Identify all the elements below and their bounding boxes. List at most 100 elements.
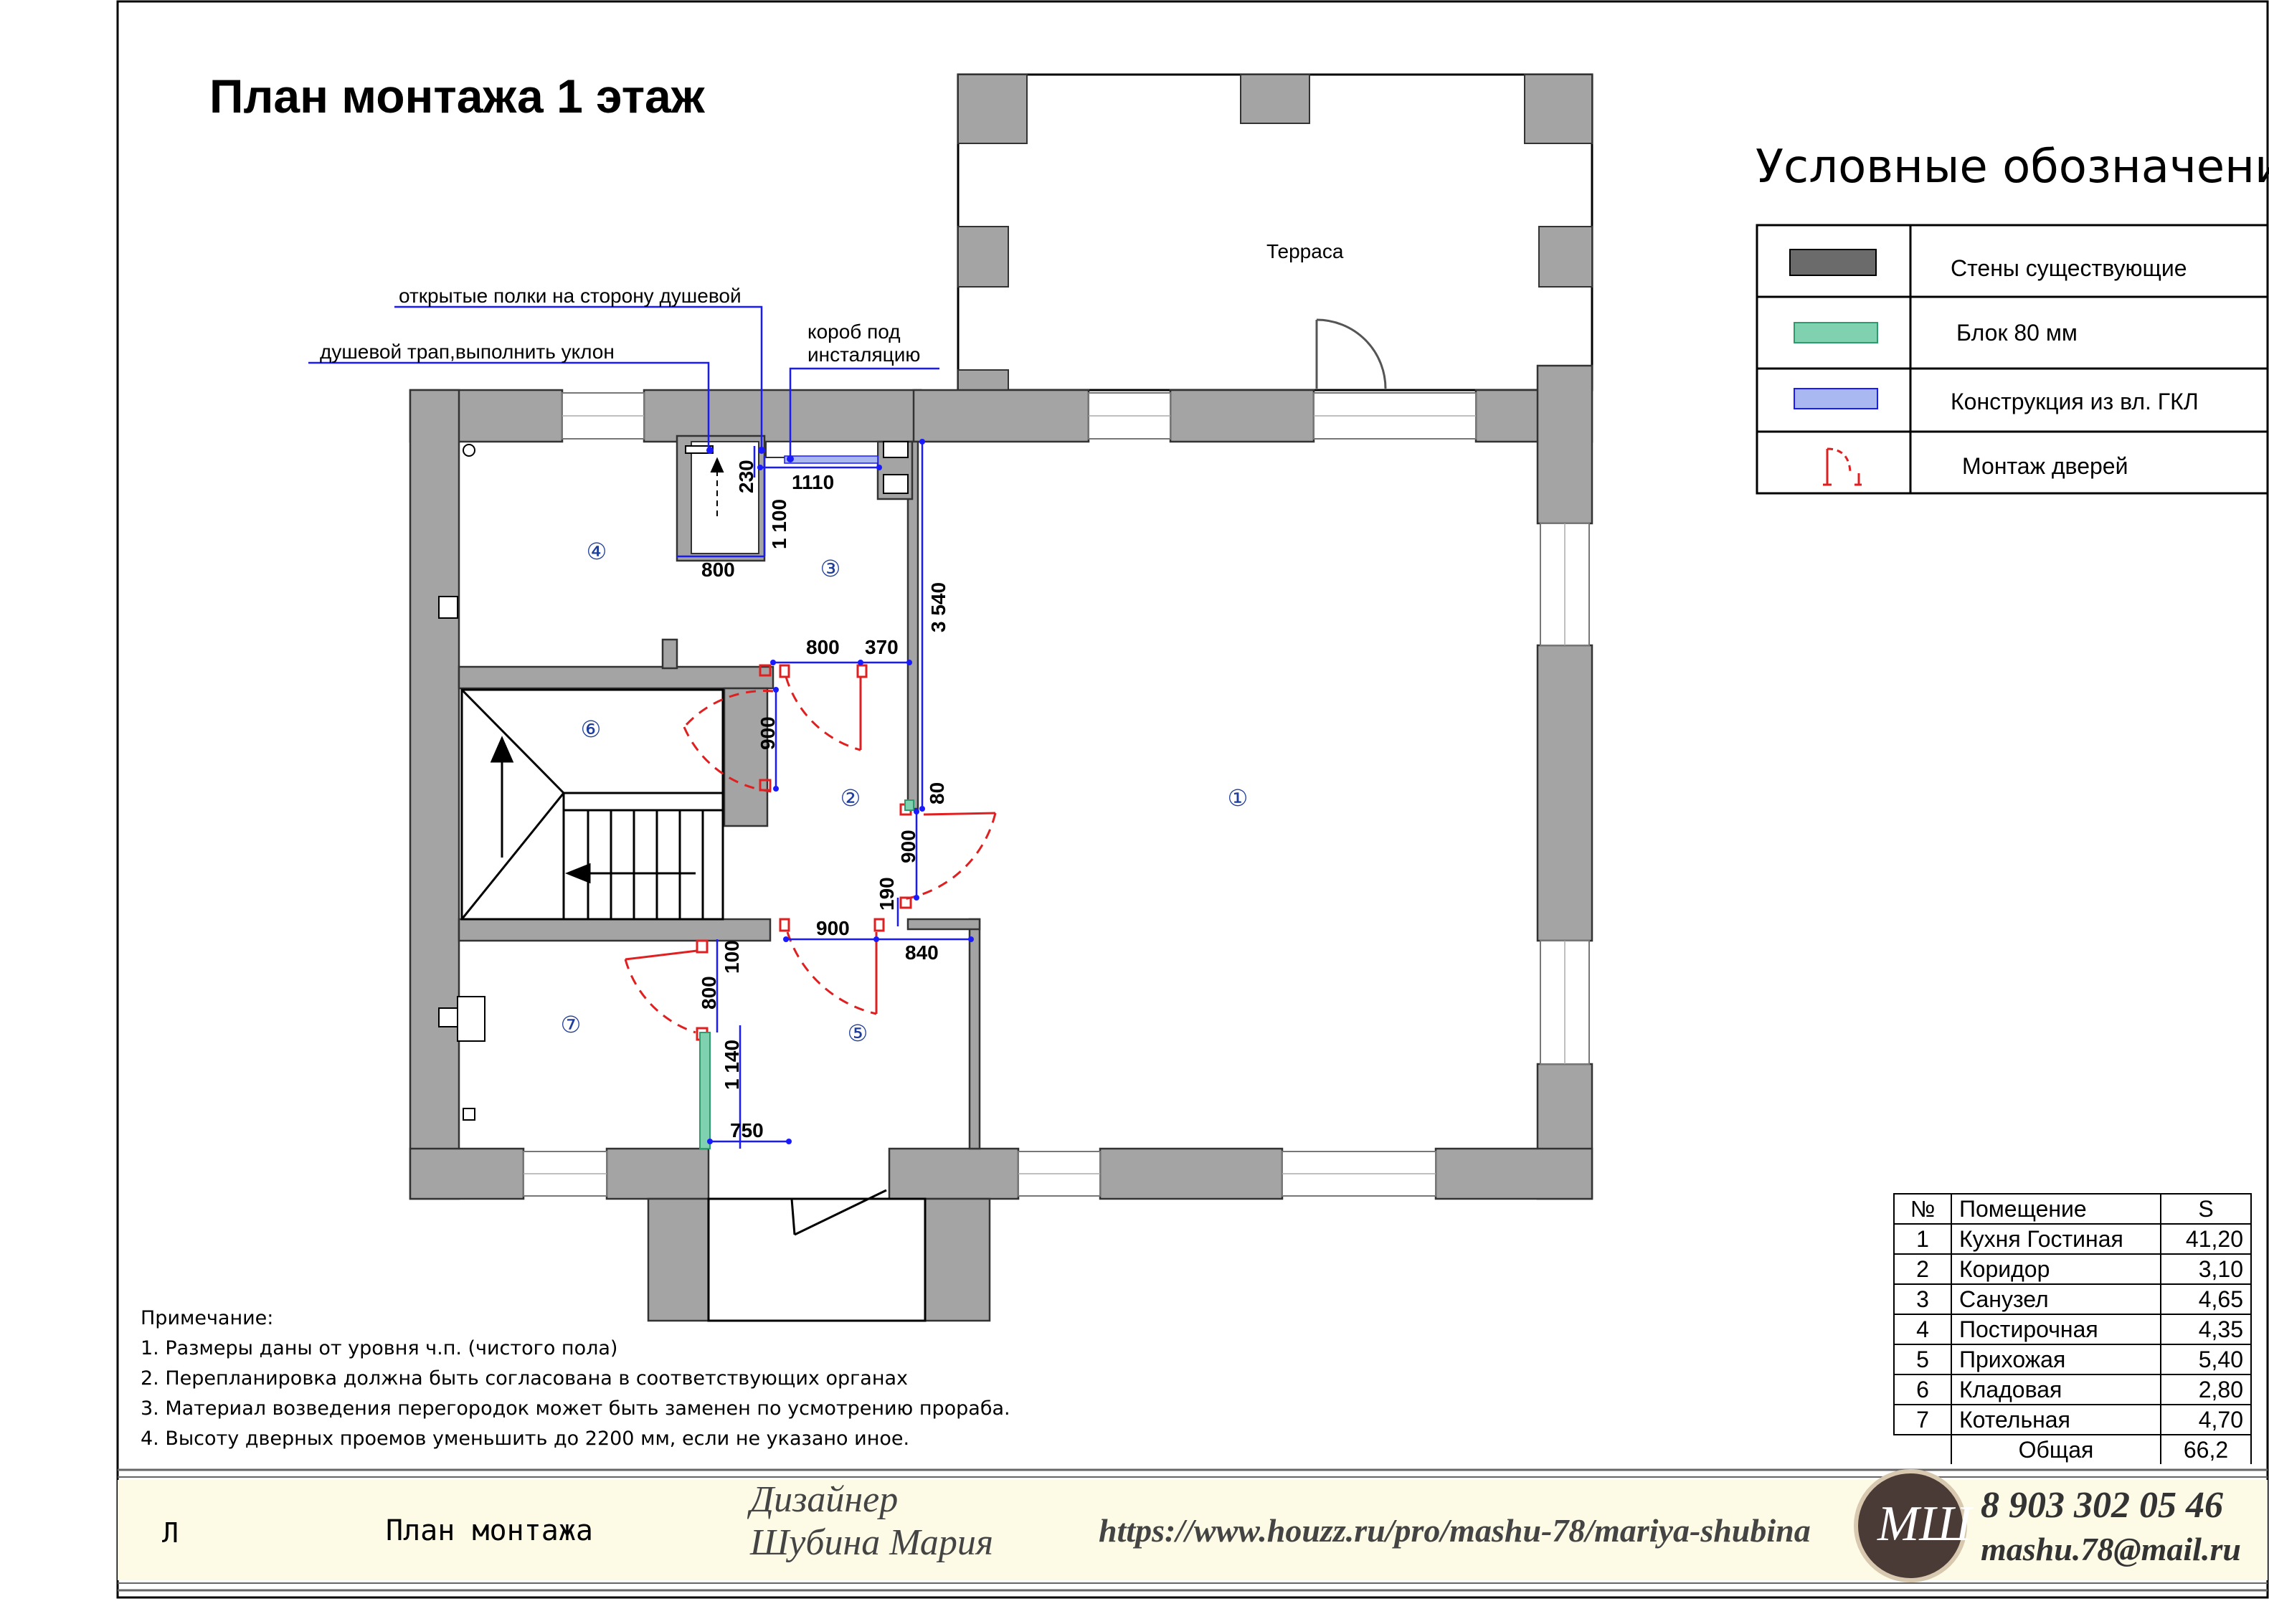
designer-phone: 8 903 302 05 46 xyxy=(1981,1485,2223,1526)
dim-80: 80 xyxy=(926,782,948,804)
terrace-column xyxy=(957,226,1009,288)
room-mark-4: ④ xyxy=(587,538,607,565)
col-header-room: Помещение xyxy=(1951,1193,2161,1225)
room-mark-6: ⑥ xyxy=(581,716,602,743)
block-80mm-partition xyxy=(699,799,914,1149)
cell-no: 4 xyxy=(1893,1314,1952,1345)
legend-swatch-walls xyxy=(1789,249,1877,276)
cell-room: Котельная xyxy=(1951,1404,2161,1435)
logo-monogram: МШ xyxy=(1877,1496,1972,1552)
rooms-table: № Помещение S 1 Кухня Гостиная 41,20 2 К… xyxy=(1893,1193,2252,1464)
dimension-ticks xyxy=(706,439,974,1144)
dim-800-door: 800 xyxy=(806,636,840,658)
designer-line1: Дизайнер xyxy=(750,1479,899,1520)
table-row-total: Общая 66,2 xyxy=(1894,1434,2252,1464)
designer-logo xyxy=(1854,1469,1967,1582)
legend-label-walls: Стены существующие xyxy=(1951,255,2187,281)
legend-title: Условные обозначения: xyxy=(1756,141,2269,194)
cell-area: 4,35 xyxy=(2160,1314,2252,1345)
cell-area: 41,20 xyxy=(2160,1223,2252,1255)
cell-area: 3,10 xyxy=(2160,1253,2252,1285)
cell-room: Коридор xyxy=(1951,1253,2161,1285)
gkl-construction xyxy=(784,455,878,464)
dim-840: 840 xyxy=(905,941,939,964)
dim-1110: 1110 xyxy=(792,471,834,493)
dim-900-hall: 900 xyxy=(816,917,850,939)
room-mark-5: ⑤ xyxy=(848,1020,868,1047)
dim-3540: 3 540 xyxy=(927,582,949,632)
sheet-border xyxy=(116,0,2269,1599)
callout-drain: душевой трап,выполнить уклон xyxy=(320,341,615,363)
dim-900-living: 900 xyxy=(897,830,919,863)
designer-email-link[interactable]: mashu.78@mail.ru xyxy=(1981,1531,2241,1567)
room-mark-1: ① xyxy=(1228,784,1249,812)
terrace-area xyxy=(957,73,1593,392)
cell-area: 4,65 xyxy=(2160,1283,2252,1315)
terrace-column xyxy=(1524,74,1593,144)
callout-box-line2: инсталяцию xyxy=(807,343,920,366)
cell-no: 5 xyxy=(1893,1344,1952,1375)
dim-800-bath: 800 xyxy=(701,559,735,581)
entrance-door xyxy=(790,1189,887,1236)
dim-1100-bath: 1 100 xyxy=(768,499,790,549)
legend-swatch-block xyxy=(1794,322,1878,343)
footer-subject: План монтажа xyxy=(386,1514,593,1547)
cell-room: Кладовая xyxy=(1951,1374,2161,1405)
dim-230: 230 xyxy=(735,460,757,493)
callout-shelves: открытые полки на сторону душевой xyxy=(399,285,742,307)
footer-strip xyxy=(118,1468,2268,1592)
cell-area: 2,80 xyxy=(2160,1374,2252,1405)
dim-370: 370 xyxy=(865,636,899,658)
cell-total-value: 66,2 xyxy=(2161,1434,2252,1464)
dimension-lines xyxy=(308,305,971,1149)
room-mark-2: ② xyxy=(840,784,861,812)
porch xyxy=(707,1197,927,1322)
rooms-table-header: № Помещение S xyxy=(1893,1193,2252,1225)
cell-empty xyxy=(1894,1434,1952,1464)
legend-label-block: Блок 80 мм xyxy=(1956,320,2078,346)
room-mark-3: ③ xyxy=(820,555,841,582)
table-row: 1 Кухня Гостиная 41,20 xyxy=(1893,1223,2252,1255)
table-row: 3 Санузел 4,65 xyxy=(1893,1283,2252,1315)
table-row: 6 Кладовая 2,80 xyxy=(1893,1374,2252,1405)
cell-room: Прихожая xyxy=(1951,1344,2161,1375)
cell-room: Санузел xyxy=(1951,1283,2161,1315)
cell-no: 6 xyxy=(1893,1374,1952,1405)
table-row: 2 Коридор 3,10 xyxy=(1893,1253,2252,1285)
legend-swatches xyxy=(1789,249,1878,486)
cell-room: Постирочная xyxy=(1951,1314,2161,1345)
room-marks: ① ② ③ ④ ⑤ ⑥ ⑦ xyxy=(561,538,1249,1047)
dim-100: 100 xyxy=(721,940,743,974)
terrace-label: Терраса xyxy=(1266,240,1344,262)
callout-box-line1: короб под xyxy=(807,320,901,343)
cell-no: 7 xyxy=(1893,1404,1952,1435)
col-header-no: № xyxy=(1893,1193,1952,1225)
terrace-column xyxy=(1240,74,1310,124)
notes: Примечание: 1. Размеры даны от уровня ч.… xyxy=(141,1304,1010,1454)
legend-label-doors: Монтаж дверей xyxy=(1962,453,2128,479)
dim-900-storage: 900 xyxy=(757,716,779,750)
dim-190: 190 xyxy=(876,877,898,911)
designer-name: Дизайнер Шубина Мария xyxy=(750,1478,993,1564)
designer-url-link[interactable]: https://www.houzz.ru/pro/mashu-78/mariya… xyxy=(1099,1512,1811,1549)
cell-no: 3 xyxy=(1893,1283,1952,1315)
legend-swatch-door xyxy=(1823,447,1862,486)
door-installation xyxy=(624,664,997,1041)
note-item: 4. Высоту дверных проемов уменьшить до 2… xyxy=(141,1428,910,1450)
legend-table xyxy=(1756,224,2269,495)
terrace-column xyxy=(1538,226,1593,288)
dim-750: 750 xyxy=(730,1119,764,1141)
room-mark-7: ⑦ xyxy=(561,1011,582,1038)
dimension-labels: 230 1110 1 100 800 3 540 800 370 900 80 … xyxy=(698,460,949,1141)
notes-heading: Примечание: xyxy=(141,1307,274,1329)
dim-800-boiler: 800 xyxy=(698,976,720,1010)
terrace-column xyxy=(957,74,1028,144)
legend-swatch-gkl xyxy=(1794,388,1878,409)
fixtures xyxy=(438,441,909,1121)
footer-sheet-label: Л xyxy=(162,1517,179,1549)
legend-label-gkl: Конструкция из вл. ГКЛ xyxy=(1951,389,2199,414)
cell-no: 1 xyxy=(1893,1223,1952,1255)
note-item: 1. Размеры даны от уровня ч.п. (чистого … xyxy=(141,1337,618,1359)
cell-no: 2 xyxy=(1893,1253,1952,1285)
